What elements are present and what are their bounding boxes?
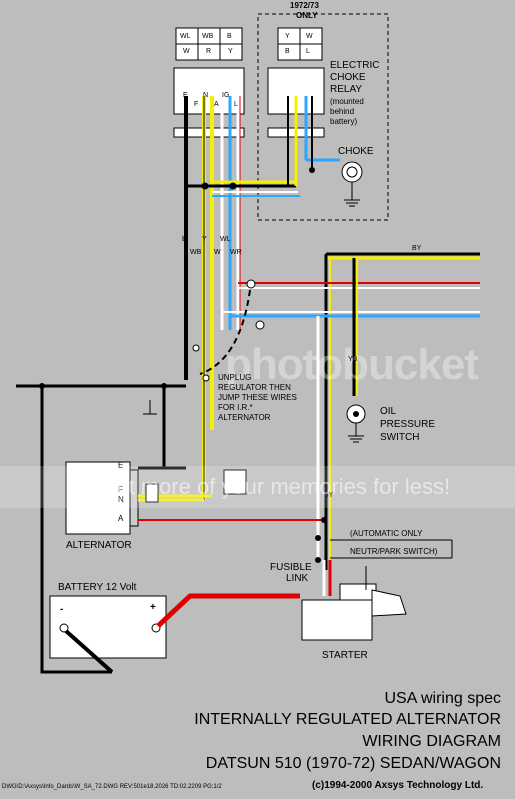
note-year: 1972/73: [290, 1, 319, 10]
title-line-1: USA wiring spec: [384, 690, 502, 707]
relay-bus-wires: [186, 96, 340, 197]
starter-label: STARTER: [322, 650, 368, 661]
footer-path: DWG\D:\Axsys\Info_Dards\W_SA_72.DWG REV:…: [2, 784, 222, 790]
oil-label-2: PRESSURE: [380, 419, 436, 430]
battery-neg: -: [60, 604, 64, 615]
conn-label: Y: [285, 33, 290, 40]
relay-note-3: battery): [330, 117, 358, 126]
auto-only-label: (AUTOMATIC ONLY: [350, 529, 423, 538]
regulator-wires: [184, 96, 241, 500]
relay-note-1: (mounted: [330, 97, 364, 106]
pin-label: F: [194, 101, 199, 108]
conn-label: WB: [202, 33, 214, 40]
regulator-plug: [223, 469, 247, 495]
conn-label: B: [285, 48, 290, 55]
wire-code: WB: [190, 249, 202, 256]
unplug-4: FOR I.R.*: [218, 403, 253, 412]
photo-host-logo: photobucket: [225, 340, 479, 389]
fusible-1: FUSIBLE: [270, 562, 312, 573]
conn-label: W: [306, 33, 313, 40]
conn-label: WL: [180, 33, 191, 40]
conn-label: L: [306, 48, 310, 55]
relay-note-2: behind: [330, 107, 355, 116]
choke-label: CHOKE: [338, 146, 374, 157]
battery: [49, 595, 167, 659]
pin-label: A: [214, 101, 219, 108]
starter: [301, 599, 373, 641]
unplug-2: REGULATOR THEN: [218, 383, 291, 392]
by-top-label: BY: [412, 245, 422, 252]
alternator-body: [65, 461, 139, 535]
alt-pin-f: F: [118, 485, 123, 494]
alt-pin-a: A: [118, 514, 124, 523]
conn-label: W: [183, 48, 190, 55]
wire-code: WL: [220, 236, 231, 243]
alt-pin-n: N: [118, 495, 124, 504]
battery-label: BATTERY 12 Volt: [58, 582, 137, 593]
alternator-label: ALTERNATOR: [66, 540, 132, 551]
by-mid-label: BY: [324, 492, 334, 499]
conn-label: B: [227, 33, 232, 40]
copyright: (c)1994-2000 Axsys Technology Ltd.: [312, 780, 484, 791]
conn-label: R: [206, 48, 212, 55]
relay-title-3: RELAY: [330, 84, 363, 95]
alt-pin-e: E: [118, 461, 124, 470]
wire-code: Y: [202, 236, 207, 243]
main-connector-plug: [175, 27, 243, 61]
neutral-switch-label: NEUTR/PARK SWITCH): [350, 547, 438, 556]
note-only: ONLY: [296, 11, 318, 20]
wire-code: B: [182, 236, 187, 243]
yb-label: YB: [348, 356, 358, 363]
relay-title-2: CHOKE: [330, 72, 366, 83]
choke-connector-plug: [277, 27, 323, 61]
unplug-3: JUMP THESE WIRES: [218, 393, 297, 402]
oil-label-3: SWITCH: [380, 432, 420, 443]
unplug-1: UNPLUG: [218, 373, 252, 382]
wire-code: W: [214, 249, 221, 256]
watermark-banner: Protect more of your memories for less!: [0, 466, 515, 508]
title-line-3: WIRING DIAGRAM: [362, 733, 501, 750]
pin-label: L: [234, 101, 238, 108]
oil-label-1: OIL: [380, 406, 397, 417]
conn-label: Y: [228, 48, 233, 55]
pin-label: IG: [222, 92, 230, 99]
right-harness: [222, 252, 480, 570]
battery-pos: +: [150, 602, 156, 613]
unplug-5: ALTERNATOR: [218, 413, 271, 422]
relay-title-1: ELECTRIC: [330, 60, 380, 71]
regulator-clip: [173, 127, 245, 138]
wire-code: WR: [230, 249, 242, 256]
title-line-2: INTERNALLY REGULATED ALTERNATOR: [194, 711, 501, 728]
fusible-2: LINK: [286, 573, 309, 584]
optional-relay-dashed-box: [257, 13, 389, 221]
title-line-4: DATSUN 510 (1970-72) SEDAN/WAGON: [205, 755, 501, 772]
pin-label: E: [183, 92, 188, 99]
pin-label: N: [203, 92, 209, 99]
